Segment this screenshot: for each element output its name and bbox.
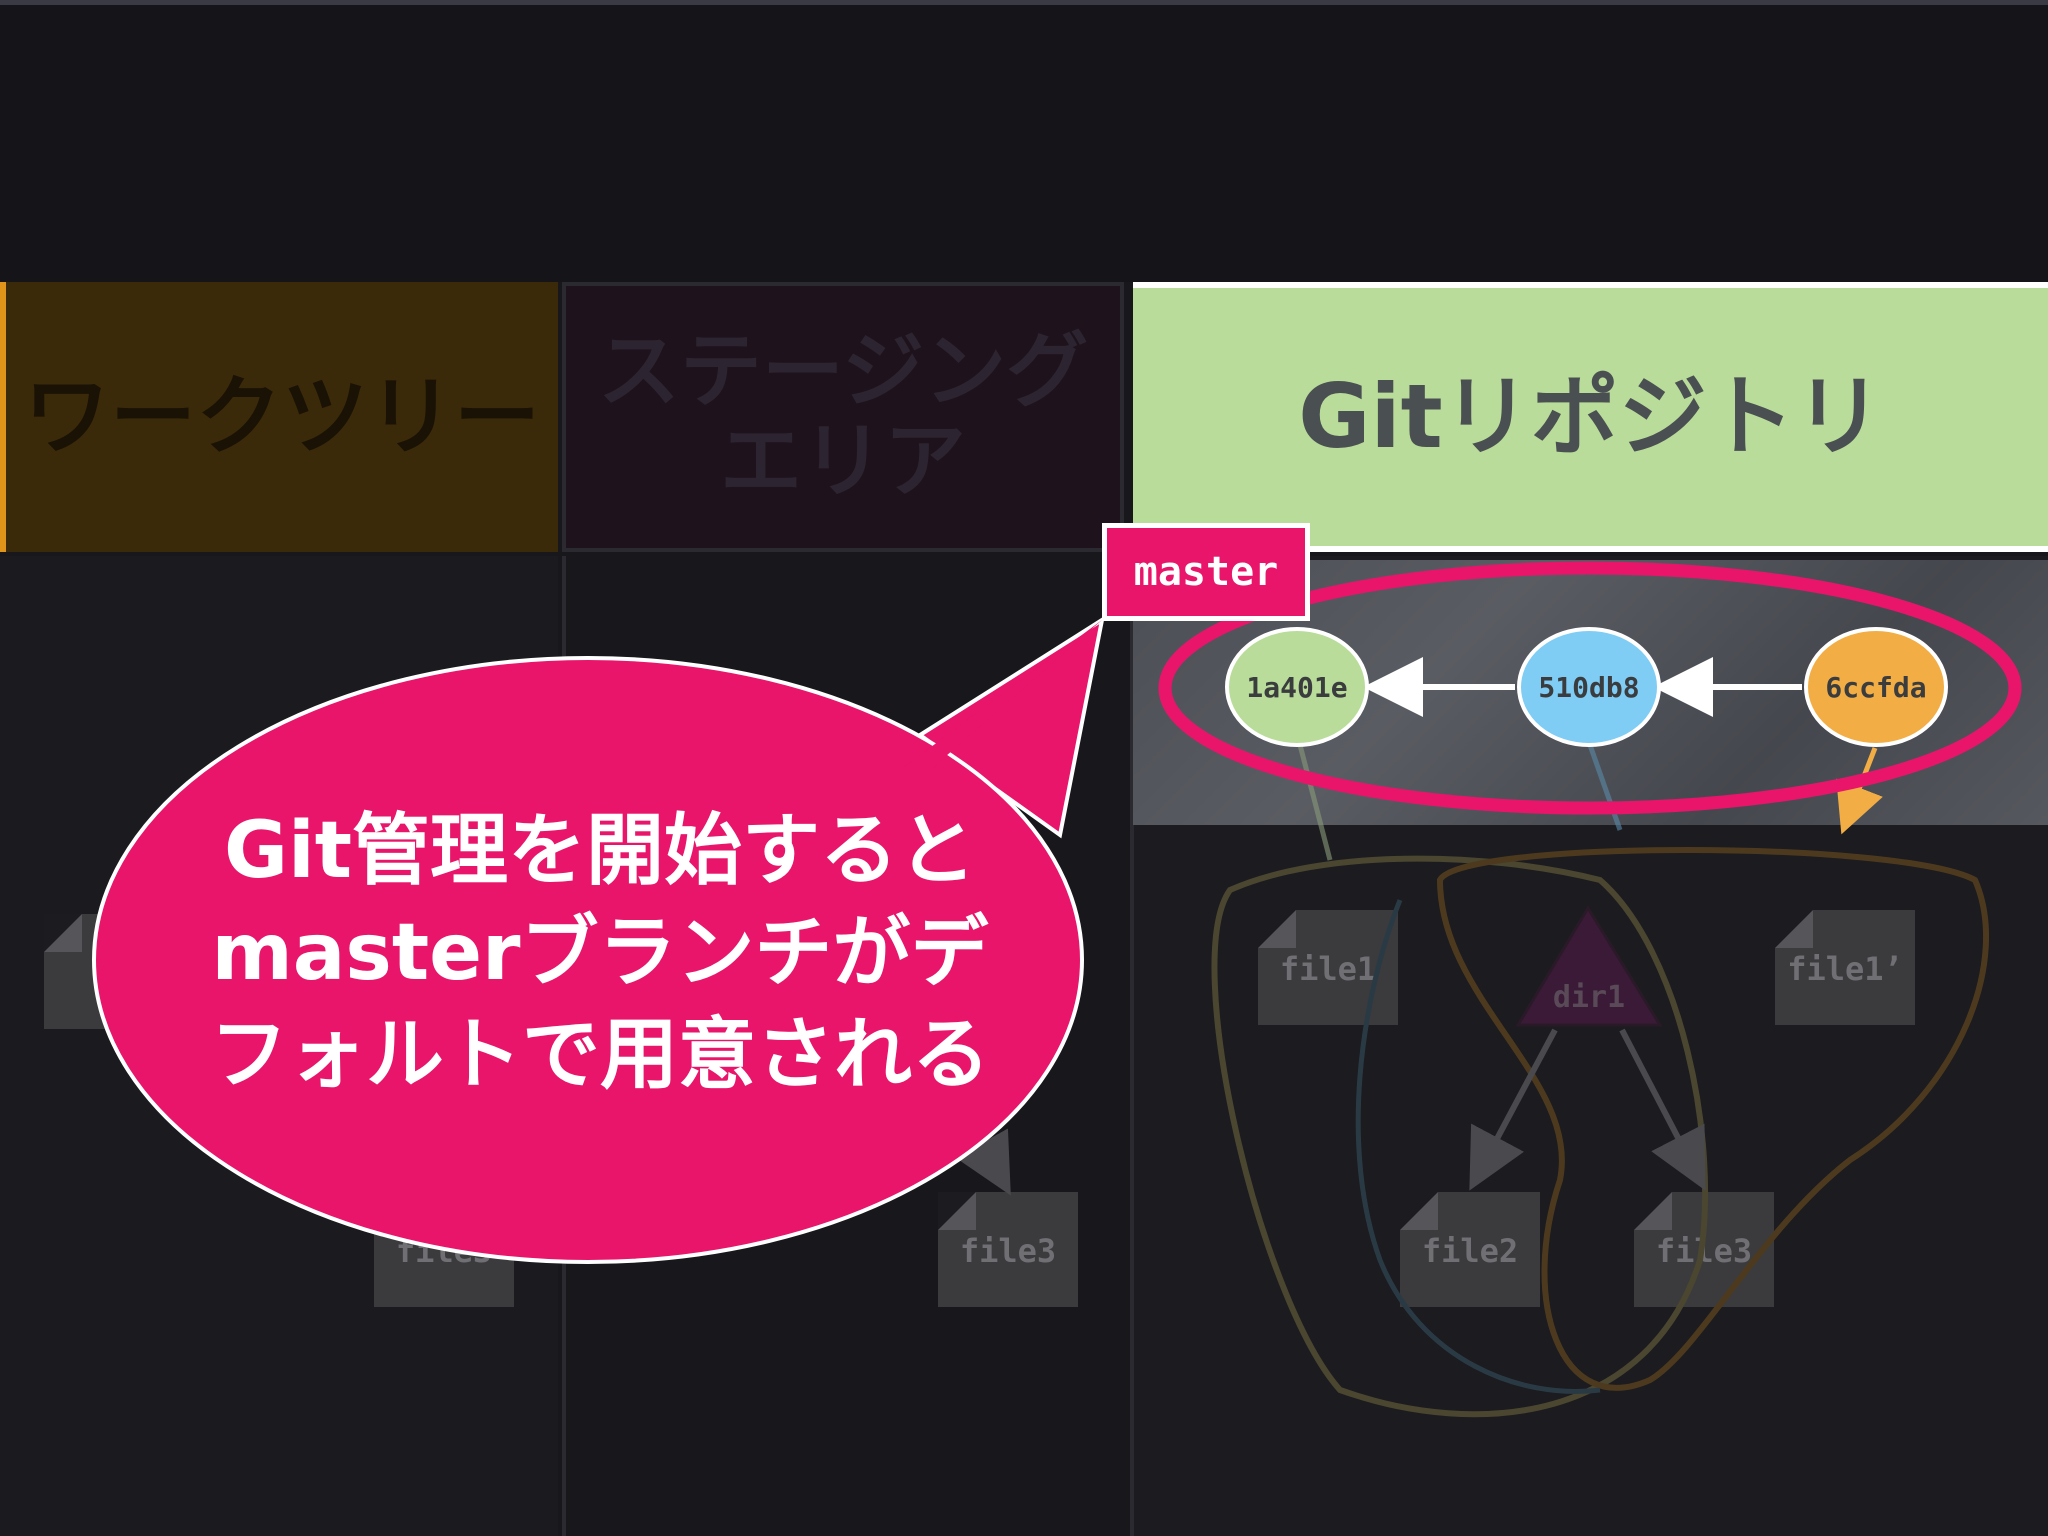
tree-edge-arrow bbox=[1619, 1028, 1706, 1191]
staging-file-icon: file3 bbox=[938, 1192, 1078, 1307]
callout-bubble bbox=[92, 656, 1084, 1264]
tree-file-icon: file1 bbox=[1258, 910, 1398, 1025]
commit-node bbox=[1517, 627, 1661, 747]
callout-tail-fill bbox=[900, 620, 1102, 770]
commit-tree-link bbox=[1297, 744, 1333, 861]
tree-edge-arrow bbox=[1469, 1028, 1558, 1191]
callout-line: フォルトで用意される bbox=[209, 1010, 990, 1100]
commit-hash-label: 1a401e bbox=[1246, 671, 1347, 704]
tree-file-name: file1’ bbox=[1787, 950, 1903, 988]
worktree-header-label: ワークツリー bbox=[24, 366, 540, 467]
master-branch-tag: master bbox=[1102, 523, 1310, 621]
tree-file-icon: file2 bbox=[1400, 1192, 1540, 1307]
commit-node bbox=[1804, 627, 1948, 747]
callout-line: masterブランチがデ bbox=[211, 908, 989, 998]
tree-outline bbox=[1436, 847, 1990, 1391]
commit-hash-label: 6ccfda bbox=[1825, 671, 1926, 704]
commit-node bbox=[1225, 627, 1369, 747]
staging-edge-arrow bbox=[955, 1128, 1011, 1196]
dir-triangle-icon bbox=[1515, 905, 1663, 1027]
tree-file-name: file2 bbox=[1421, 1232, 1519, 1270]
commit-chain: 1a401e 510db8 6ccfda bbox=[1225, 627, 1948, 747]
commit-tree-link bbox=[1587, 744, 1623, 831]
tree-file-icon: file1’ bbox=[1775, 910, 1915, 1025]
branch-highlight-ellipse bbox=[1158, 561, 2022, 815]
staging-header-line1: ステージング bbox=[597, 323, 1089, 419]
callout-text: Git管理を開始すると masterブランチがデ フォルトで用意される bbox=[120, 800, 1080, 1106]
commit-hash-label: 510db8 bbox=[1538, 671, 1639, 704]
callout-line: Git管理を開始すると bbox=[223, 806, 977, 896]
worktree-header: ワークツリー bbox=[0, 282, 558, 552]
title-band bbox=[0, 0, 2048, 282]
tree-outline bbox=[1355, 899, 1601, 1394]
branch-label: master bbox=[1133, 549, 1279, 595]
repository-header-label: Gitリポジトリ bbox=[1298, 364, 1883, 468]
dir-label: dir1 bbox=[1553, 980, 1625, 1015]
tree-file-name: file1 bbox=[1279, 950, 1377, 988]
staging-file-name: file3 bbox=[959, 1232, 1057, 1270]
staging-header-line2: エリア bbox=[719, 414, 966, 509]
repository-header: Gitリポジトリ bbox=[1133, 282, 2048, 552]
staging-header: ステージング エリア bbox=[562, 282, 1124, 552]
tree-outline bbox=[1211, 855, 1709, 1418]
